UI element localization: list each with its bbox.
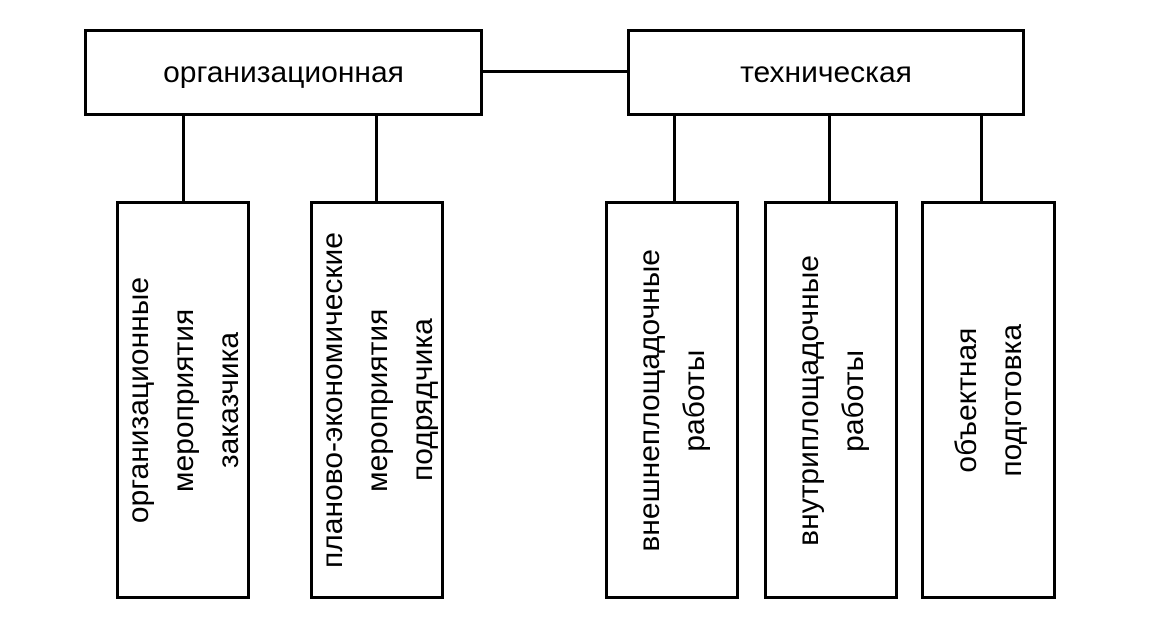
connector-c1 bbox=[182, 116, 185, 203]
node-contractor-measures-line2: мероприятия bbox=[360, 308, 394, 492]
connector-heads bbox=[480, 70, 630, 73]
node-offsite-works: внешнеплощадочные работы bbox=[605, 201, 739, 599]
connector-c3 bbox=[673, 116, 676, 203]
node-onsite-works-line1: внутриплощадочные bbox=[792, 254, 825, 546]
node-contractor-measures: планово-экономические мероприятия подряд… bbox=[310, 201, 444, 599]
node-contractor-measures-line1: планово-экономические bbox=[315, 232, 349, 568]
node-customer-measures-line1: организационные bbox=[121, 276, 155, 524]
node-customer-measures-line2: мероприятия bbox=[166, 308, 200, 492]
node-organizational-label: организационная bbox=[163, 55, 404, 89]
connector-c5 bbox=[980, 116, 983, 203]
node-object-preparation-line1: объектная bbox=[949, 327, 983, 473]
node-customer-measures: организационные мероприятия заказчика bbox=[116, 201, 250, 599]
node-customer-measures-line3: заказчика bbox=[211, 331, 245, 469]
node-organizational: организационная bbox=[84, 29, 483, 116]
node-onsite-works: внутриплощадочные работы bbox=[764, 201, 898, 599]
node-object-preparation: объектная подготовка bbox=[921, 201, 1056, 599]
node-object-preparation-text: объектная подготовка bbox=[944, 324, 1034, 477]
node-offsite-works-line1: внешнеплощадочные bbox=[633, 248, 666, 552]
node-customer-measures-text: организационные мероприятия заказчика bbox=[116, 277, 251, 523]
connector-c2 bbox=[375, 116, 378, 203]
connector-c4 bbox=[828, 116, 831, 203]
node-onsite-works-text: внутриплощадочные работы bbox=[786, 255, 876, 546]
node-object-preparation-line2: подготовка bbox=[994, 323, 1028, 477]
node-contractor-measures-text: планово-экономические мероприятия подряд… bbox=[310, 232, 445, 568]
node-offsite-works-line2: работы bbox=[678, 349, 711, 451]
node-technical-label: техническая bbox=[740, 55, 912, 89]
node-offsite-works-text: внешнеплощадочные работы bbox=[627, 249, 717, 552]
node-contractor-measures-line3: подрядчика bbox=[405, 318, 439, 482]
node-technical: техническая bbox=[627, 29, 1025, 116]
node-onsite-works-line2: работы bbox=[837, 349, 870, 451]
